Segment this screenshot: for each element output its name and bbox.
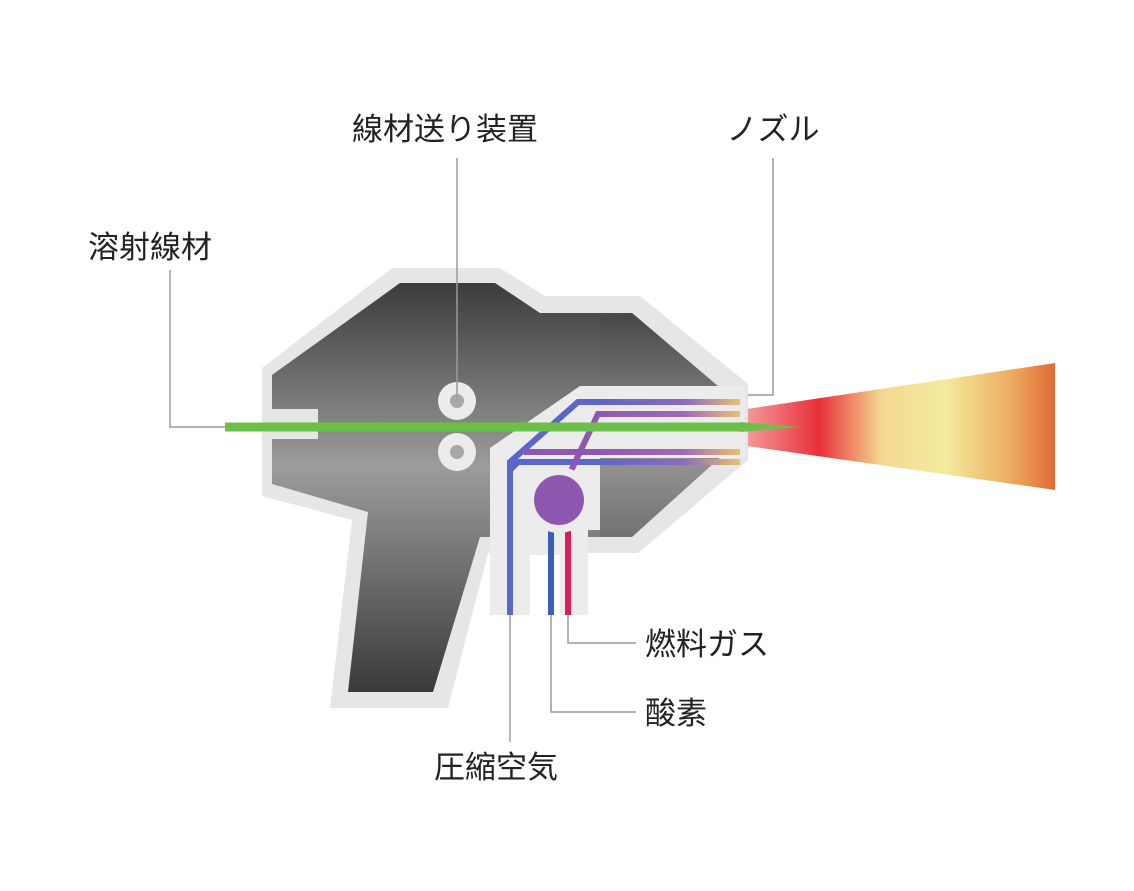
label-wire-feeder: 線材送り装置 — [352, 112, 538, 148]
compressed-air-channel-lower — [507, 459, 740, 473]
leader-oxygen — [550, 615, 636, 713]
compressed-air-channel — [507, 399, 740, 615]
label-oxygen: 酸素 — [645, 696, 707, 732]
label-nozzle: ノズル — [727, 112, 820, 148]
label-spray-wire: 溶射線材 — [88, 230, 212, 266]
spray-wire-tip — [740, 422, 800, 432]
label-fuel-gas: 燃料ガス — [645, 627, 769, 663]
spray-flame — [740, 363, 1055, 490]
label-compressed-air: 圧縮空気 — [434, 750, 558, 786]
gas-inlet-frame — [490, 386, 745, 615]
lower-roller-hub — [450, 445, 464, 459]
leader-fuel-gas — [567, 615, 636, 644]
mixing-chamber-core — [534, 475, 584, 525]
leader-nozzle — [748, 158, 774, 396]
leader-spray-wire — [169, 270, 225, 428]
